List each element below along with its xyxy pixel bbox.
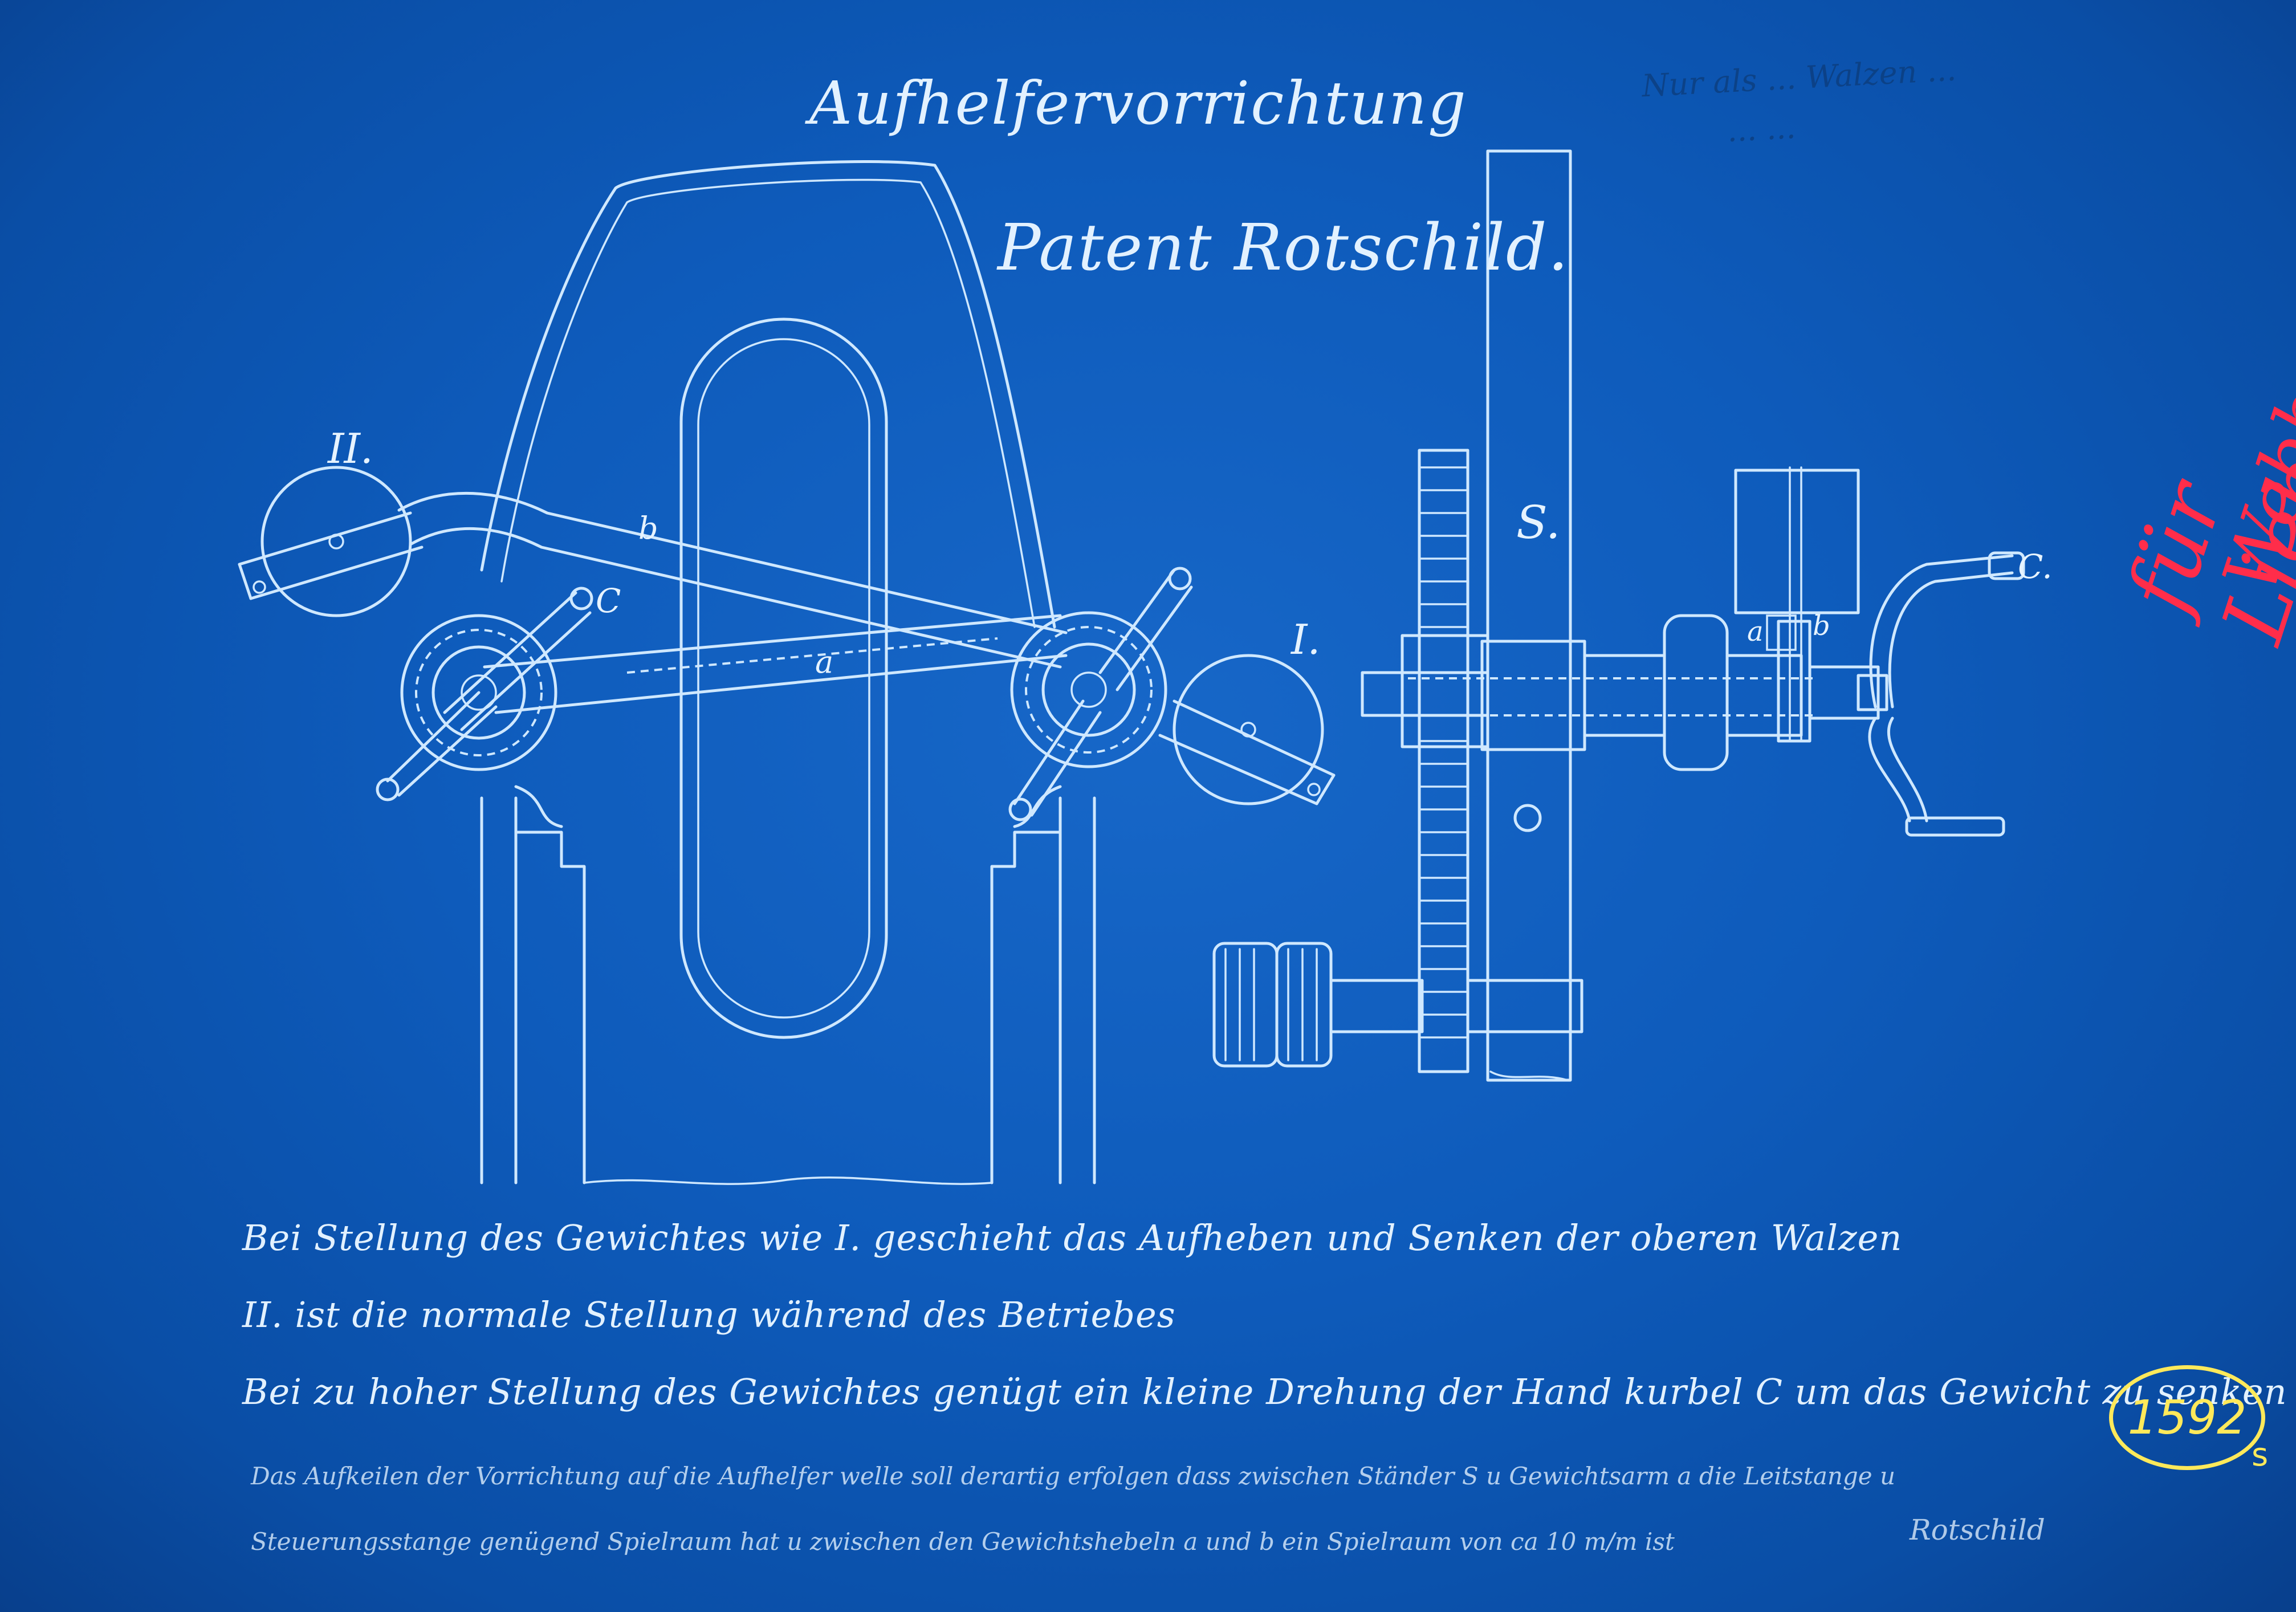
left-hub [376, 587, 593, 801]
label-side-a: a [1747, 616, 1764, 648]
note-line-4: Das Aufkeilen der Vorrichtung auf die Au… [251, 1462, 1896, 1490]
side-shaft [1361, 614, 1888, 771]
bottom-roller [1212, 942, 1583, 1068]
stand-s [1486, 149, 1572, 1082]
archive-stamp: 1592 [2109, 1365, 2265, 1470]
weight-one [1158, 654, 1336, 805]
drawing-subtitle: Patent Rotschild. [998, 211, 1570, 285]
hand-crank [1868, 551, 2025, 837]
label-lever-a: a [815, 644, 834, 680]
label-lever-b: b [638, 510, 658, 546]
label-weight-two: II. [328, 425, 373, 473]
right-hub [1008, 567, 1193, 821]
label-weight-one: I. [1291, 616, 1321, 663]
stamp-number: 1592 [2127, 1390, 2247, 1445]
label-crank-c-right: C. [2018, 547, 2053, 586]
machine-frame [480, 160, 1096, 1185]
label-stand-s: S. [1516, 496, 1561, 549]
signature: Rotschild [1910, 1513, 2045, 1546]
stamp-suffix: s [2252, 1436, 2269, 1473]
lever-b [397, 491, 1068, 669]
label-side-b: b [1813, 610, 1830, 642]
corner-note-line-2: ... ... [1726, 109, 1797, 149]
label-crank-c-left: C [596, 581, 621, 620]
note-line-5: Steuerungsstange genügend Spielraum hat … [251, 1528, 1675, 1556]
weight-two [238, 466, 424, 617]
side-gear [1418, 449, 1469, 1073]
lever-a [483, 614, 1068, 714]
frame-slot [679, 317, 888, 1039]
side-weight-box [1734, 466, 1860, 742]
note-line-1: Bei Stellung des Gewichtes wie I. geschi… [242, 1217, 1903, 1259]
note-line-3: Bei zu hoher Stellung des Gewichtes genü… [242, 1371, 2287, 1412]
note-line-2: II. ist die normale Stellung während des… [242, 1294, 1176, 1336]
drawing-title: Aufhelfervorrichtung [809, 68, 1467, 138]
